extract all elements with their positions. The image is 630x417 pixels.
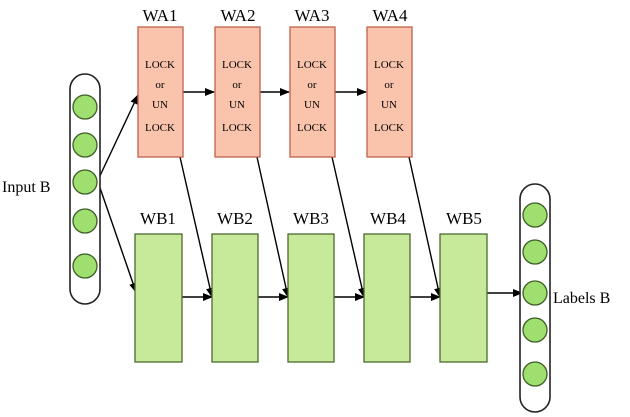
output-label: Labels B: [553, 290, 610, 307]
wa-block-4: WA4 LOCK or UN LOCK: [366, 6, 413, 158]
input-node: [72, 132, 98, 158]
wa-block-2: WA2 LOCK or UN LOCK: [214, 6, 261, 158]
wb-title: WB1: [140, 209, 176, 228]
wa-line: or: [232, 79, 242, 91]
wa-line: UN: [304, 99, 320, 111]
wa-line: LOCK: [145, 122, 175, 134]
wa-title: WA4: [373, 6, 408, 25]
wa-line: LOCK: [374, 122, 404, 134]
wa-title: WA1: [143, 6, 178, 25]
arrow-input-to-wb1: [97, 181, 137, 293]
output-node: [522, 239, 548, 265]
wb-title: WB3: [293, 209, 329, 228]
wb-box: [211, 233, 259, 363]
wa-box: [289, 26, 336, 158]
wa-line: LOCK: [222, 122, 252, 134]
wa-line: LOCK: [145, 59, 175, 71]
wa-line: or: [307, 79, 317, 91]
wb-block-3: WB3: [287, 209, 335, 363]
wa-box: [366, 26, 413, 158]
output-layer: Labels B: [519, 183, 610, 413]
wb-block-5: WB5: [439, 209, 488, 363]
wa-line: LOCK: [297, 122, 327, 134]
input-label: Input B: [2, 179, 50, 196]
wa-line: UN: [381, 99, 397, 111]
arrow-wa1-to-wb2: [179, 156, 214, 298]
wa-line: LOCK: [297, 59, 327, 71]
wa-title: WA2: [221, 6, 256, 25]
output-node: [522, 317, 548, 343]
wb-block-2: WB2: [211, 209, 259, 363]
input-node: [72, 94, 98, 120]
wa-block-1: WA1 LOCK or UN LOCK: [137, 6, 184, 158]
wb-box: [134, 233, 183, 363]
wa-title: WA3: [295, 6, 330, 25]
input-node: [72, 253, 98, 279]
arrow-wa4-to-wb5: [408, 156, 442, 298]
wb-title: WB2: [217, 209, 253, 228]
wa-line: or: [384, 79, 394, 91]
wb-box: [287, 233, 335, 363]
arrow-wa3-to-wb4: [331, 156, 366, 298]
input-node: [72, 169, 98, 195]
wa-line: LOCK: [374, 59, 404, 71]
wb-block-1: WB1: [134, 209, 183, 363]
wa-line: or: [155, 79, 165, 91]
output-node: [522, 202, 548, 228]
wb-title: WB4: [370, 209, 406, 228]
arrow-wa2-to-wb3: [256, 156, 290, 298]
wb-box: [439, 233, 488, 363]
arrow-input-to-wa1: [97, 94, 139, 181]
wa-line: LOCK: [222, 59, 252, 71]
input-node: [72, 208, 98, 234]
output-node: [522, 361, 548, 387]
wa-box: [214, 26, 261, 158]
wa-block-3: WA3 LOCK or UN LOCK: [289, 6, 336, 158]
connections: [97, 88, 523, 301]
wb-block-4: WB4: [363, 209, 411, 363]
wb-title: WB5: [446, 209, 482, 228]
wb-box: [363, 233, 411, 363]
wa-line: UN: [229, 99, 245, 111]
input-layer: Input B: [2, 73, 101, 305]
output-node: [522, 280, 548, 306]
wa-line: UN: [152, 99, 168, 111]
wa-box: [137, 26, 184, 158]
